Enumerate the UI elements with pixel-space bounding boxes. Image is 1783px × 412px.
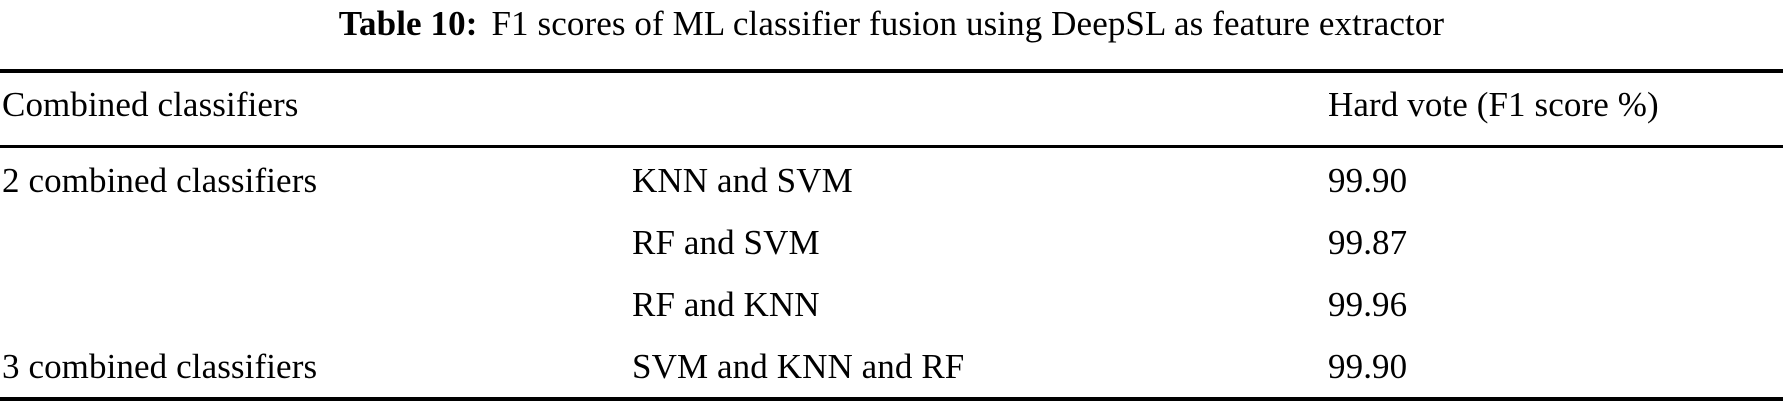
- table-rule-bottom: [0, 397, 1783, 401]
- cell-classifier-pair: RF and KNN: [632, 285, 820, 324]
- cell-group: 3 combined classifiers: [2, 347, 318, 386]
- cell-f1-score: 99.96: [1328, 285, 1408, 324]
- table-header-row: Combined classifiers Hard vote (F1 score…: [0, 76, 1783, 138]
- cell-classifier-pair: RF and SVM: [632, 223, 820, 262]
- table-caption: Table 10: F1 scores of ML classifier fus…: [0, 0, 1783, 56]
- table-rule-mid: [0, 145, 1783, 148]
- cell-f1-score: 99.90: [1328, 347, 1408, 386]
- column-header-combined-classifiers: Combined classifiers: [2, 85, 299, 124]
- table-rule-top: [0, 69, 1783, 73]
- cell-group: 2 combined classifiers: [2, 161, 318, 200]
- table-row: RF and SVM 99.87: [0, 212, 1783, 274]
- column-header-hard-vote: Hard vote (F1 score %): [1328, 85, 1659, 124]
- table-caption-text: F1 scores of ML classifier fusion using …: [491, 4, 1445, 43]
- cell-classifier-pair: SVM and KNN and RF: [632, 347, 965, 386]
- cell-f1-score: 99.87: [1328, 223, 1408, 262]
- table-row: RF and KNN 99.96: [0, 274, 1783, 336]
- table-caption-label: Table 10:: [338, 4, 478, 43]
- table-row: 2 combined classifiers KNN and SVM 99.90: [0, 150, 1783, 212]
- cell-f1-score: 99.90: [1328, 161, 1408, 200]
- cell-classifier-pair: KNN and SVM: [632, 161, 853, 200]
- table-row: 3 combined classifiers SVM and KNN and R…: [0, 336, 1783, 398]
